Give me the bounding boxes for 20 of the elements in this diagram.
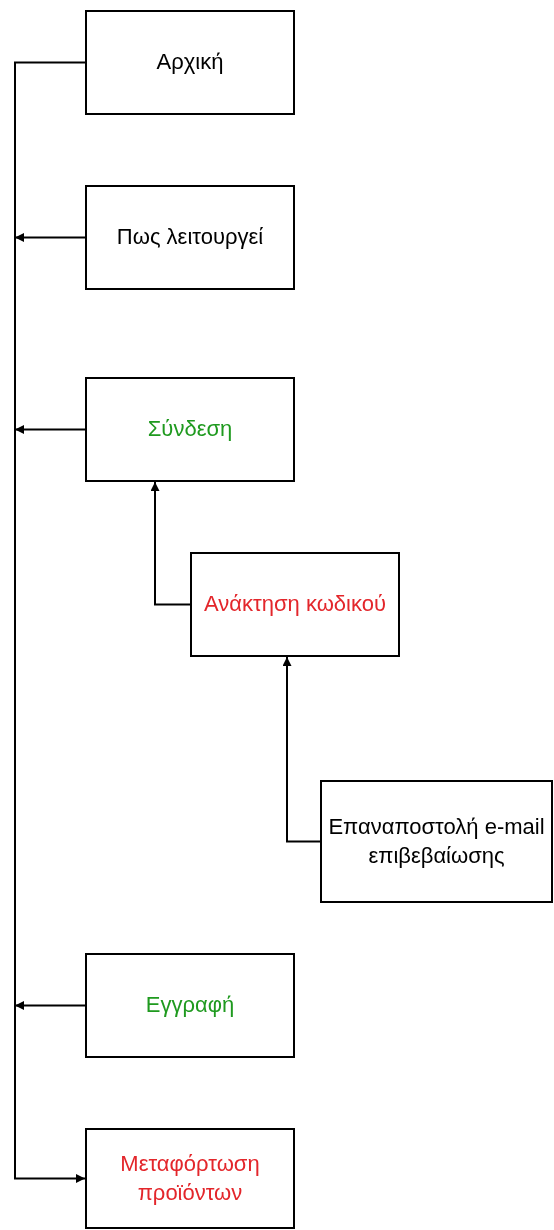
page-label: Ανάκτηση κωδικού bbox=[204, 590, 386, 619]
page-box bbox=[85, 185, 295, 290]
page-label: Πως λειτουργεί bbox=[116, 223, 264, 252]
page-label: Σύνδεση bbox=[147, 415, 233, 444]
arrow bbox=[14, 233, 86, 242]
page-box bbox=[85, 10, 295, 115]
page-box bbox=[85, 377, 295, 482]
page-label: Εγγραφή bbox=[145, 991, 235, 1020]
page-box bbox=[320, 780, 553, 903]
arrow bbox=[14, 425, 86, 434]
page-box bbox=[85, 953, 295, 1058]
arrow bbox=[14, 1001, 86, 1010]
page-box bbox=[85, 1128, 295, 1229]
page-label: Επαναποστολή e-mail επιβεβαίωσης bbox=[327, 812, 546, 870]
arrow bbox=[14, 61, 86, 1183]
page-label: Αρχική bbox=[156, 48, 224, 77]
arrow bbox=[150, 481, 191, 606]
page-box bbox=[190, 552, 400, 657]
arrow bbox=[282, 656, 321, 843]
page-label: Μεταφόρτωση προϊόντων bbox=[119, 1149, 261, 1207]
